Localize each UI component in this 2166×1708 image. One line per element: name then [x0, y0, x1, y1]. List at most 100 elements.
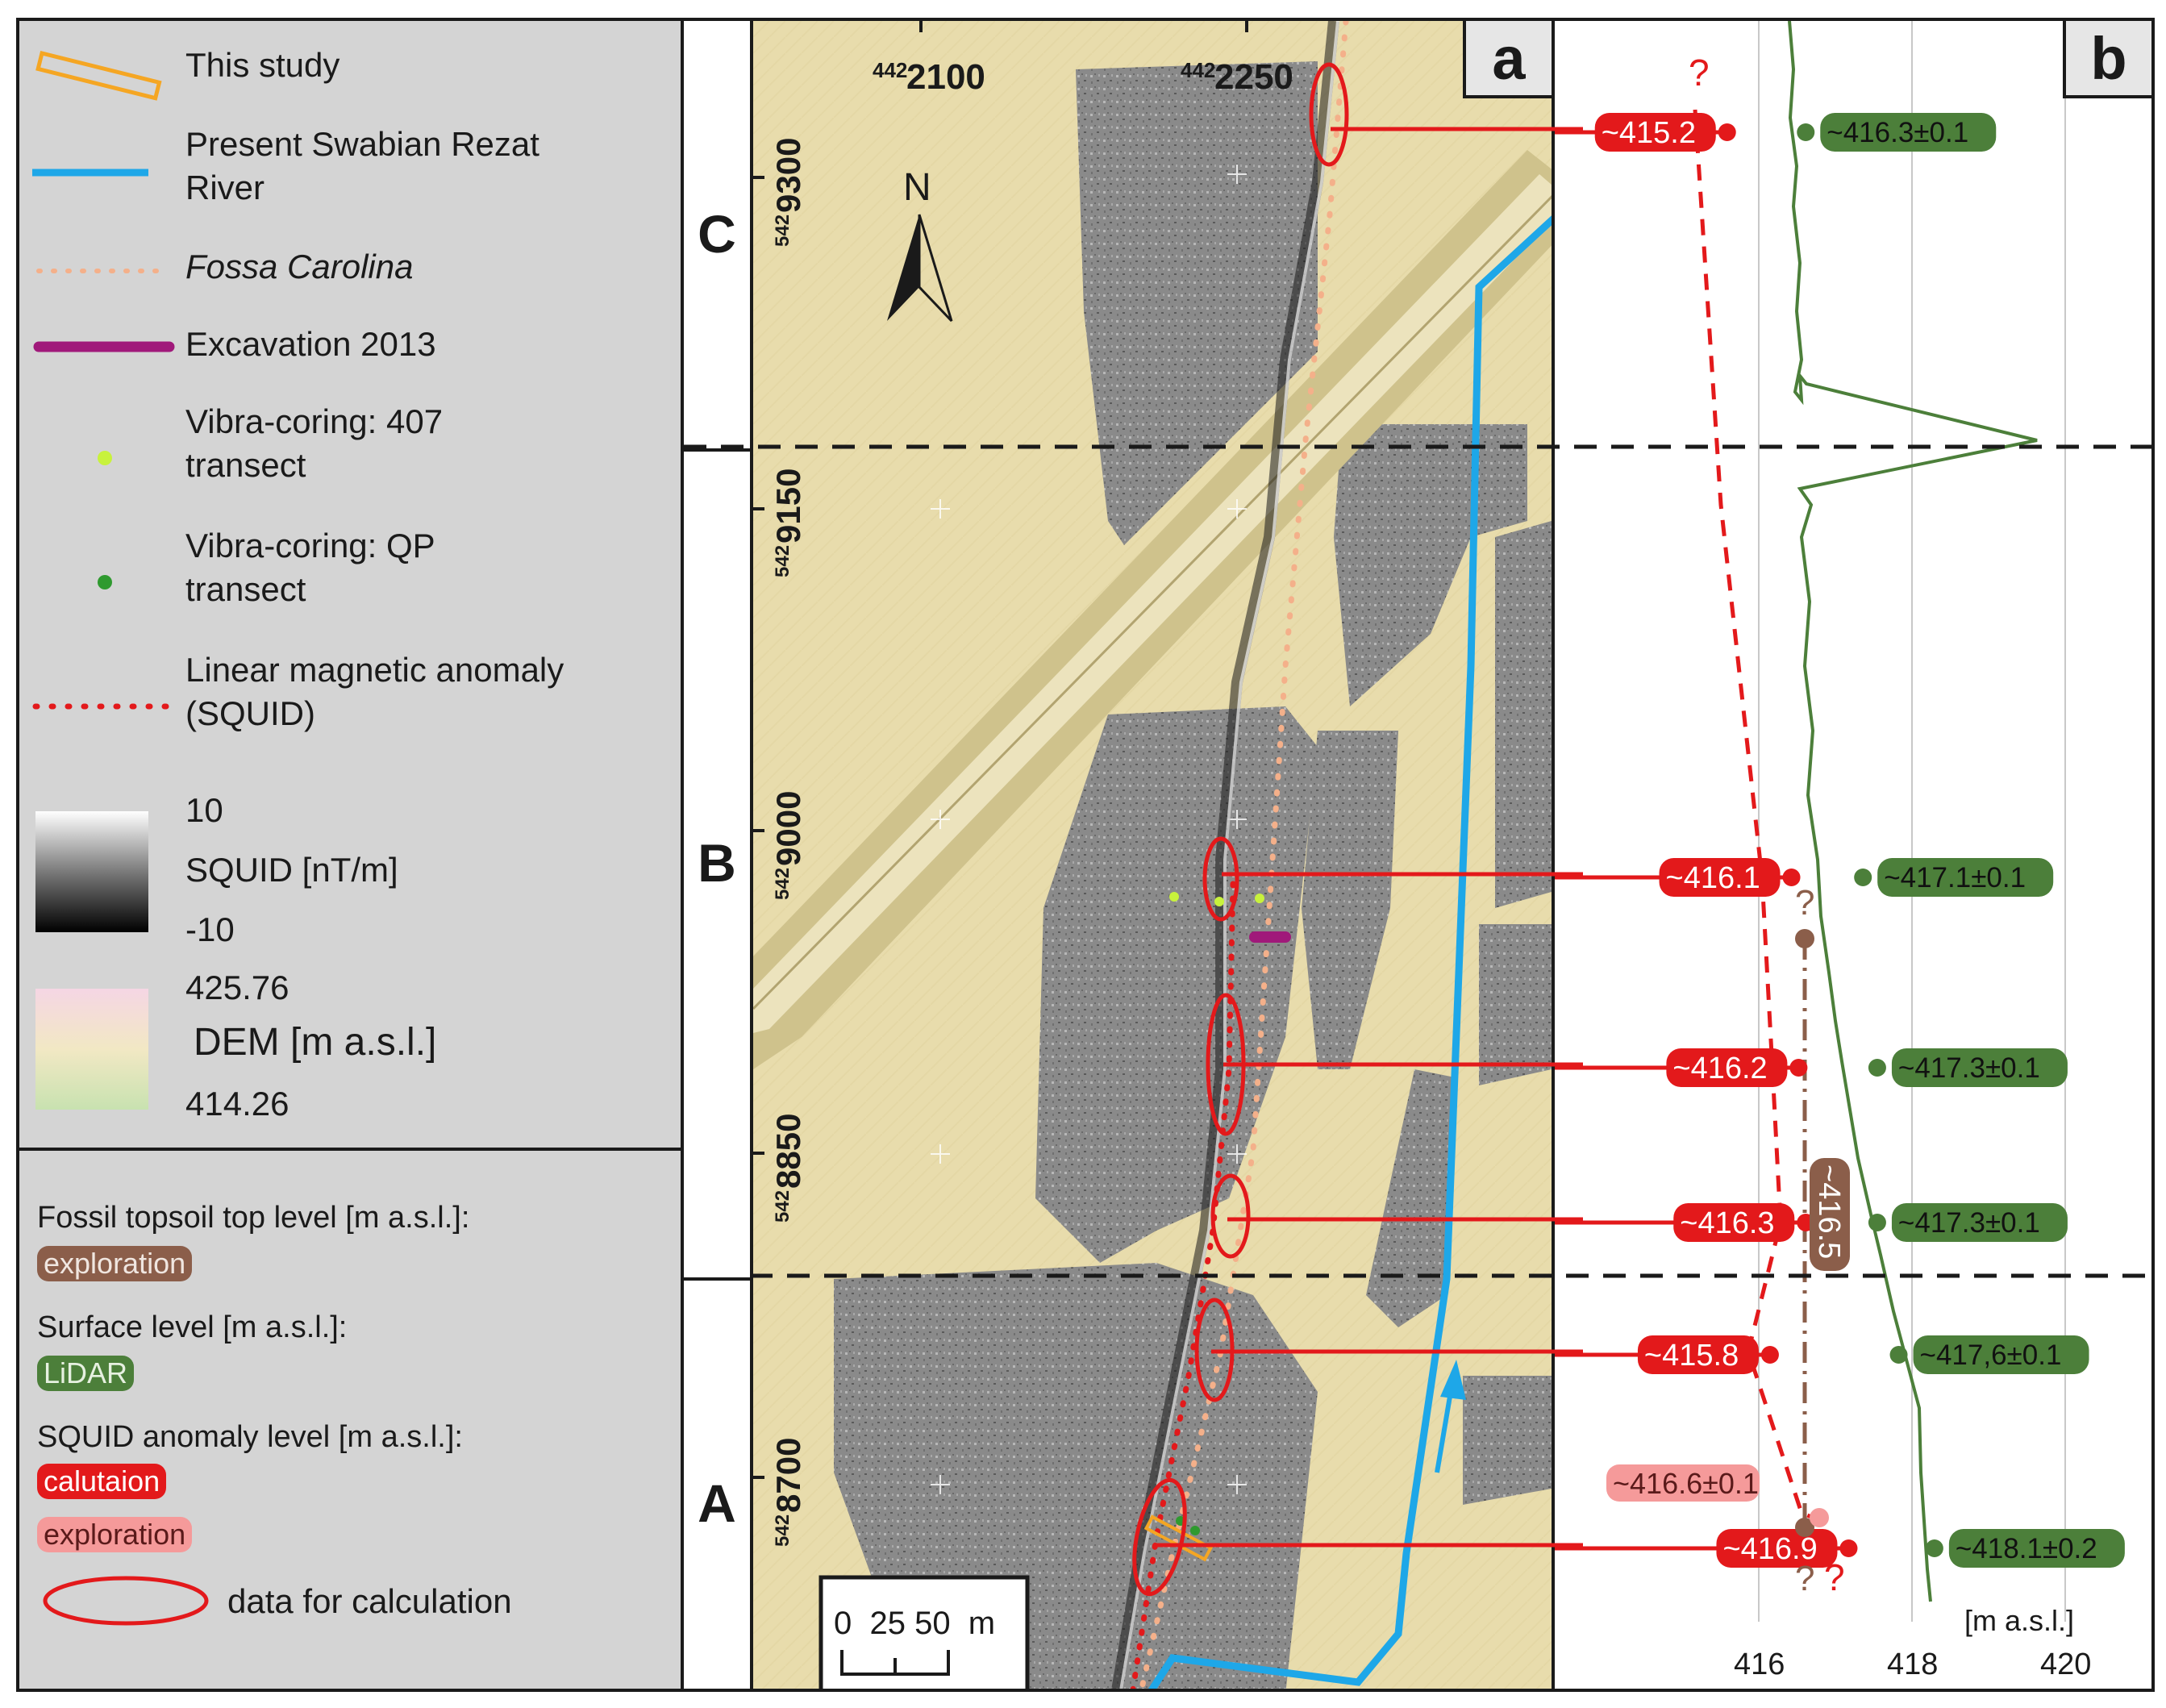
lidar-label: ~418.1±0.2 — [1956, 1533, 2097, 1564]
fossil-tag: exploration — [37, 1246, 193, 1281]
x-tick-420: 420 — [2040, 1648, 2091, 1681]
calc-point — [1760, 1346, 1779, 1364]
coord-top-1: 2100 — [906, 57, 985, 97]
calc-label-bg — [1594, 113, 1716, 152]
coord-left-prefix-1: 542 — [772, 215, 794, 247]
x-tick-416: 416 — [1734, 1648, 1785, 1681]
zone-column: C B A — [684, 18, 750, 1692]
calc-label: ~416.3 — [1680, 1206, 1774, 1240]
x-tick-418: 418 — [1887, 1648, 1938, 1681]
dem-label: DEM [m a.s.l.] — [194, 1021, 437, 1064]
vibra407-symbol — [98, 451, 112, 465]
lidar-label: ~417,6±0.1 — [1920, 1339, 2062, 1371]
legend-river-line1: Present Swabian Rezat — [185, 125, 539, 163]
coord-top-2: 2250 — [1214, 57, 1293, 97]
profile-unit: [m a.s.l.] — [1964, 1604, 2074, 1637]
squid-max: 10 — [185, 791, 223, 829]
lidar-label-bg — [1891, 1048, 2068, 1087]
squid-min: -10 — [185, 910, 235, 948]
lidar-label: ~417.1±0.1 — [1884, 862, 2026, 894]
ellipse-label: data for calculation — [227, 1582, 512, 1620]
squid-patch-central — [1035, 706, 1318, 1263]
legend-vibraqp-line2: transect — [185, 570, 306, 608]
legend-levels-panel: Fossil topsoil top level [m a.s.l.]: exp… — [16, 1151, 684, 1692]
vibra407-point — [1255, 894, 1264, 903]
dem-max: 425.76 — [185, 969, 289, 1006]
zone-divider-1 — [684, 448, 750, 452]
expl-tag: exploration — [37, 1517, 193, 1552]
grid-crosses — [931, 165, 1247, 1494]
calc-ellipse-2 — [1202, 836, 1239, 922]
expl-point — [1810, 1508, 1829, 1527]
scale-box — [818, 1575, 1030, 1689]
lidar-point — [1854, 869, 1872, 886]
zone-b-label: B — [698, 833, 736, 893]
lidar-label-bg — [1891, 1203, 2068, 1242]
map-canvas: 442 2100 442 2250 542 9300 542 9150 542 … — [753, 21, 1552, 1689]
lidar-label-bg — [1948, 1529, 2125, 1568]
lidar-label-bg — [1820, 113, 1997, 152]
squid-patch-mid — [1334, 424, 1527, 706]
coord-left-5: 8700 — [769, 1438, 807, 1513]
calc-point — [1718, 123, 1736, 141]
calc-ellipse-4 — [1210, 1173, 1251, 1259]
calc-ellipse-6 — [1132, 1477, 1187, 1597]
legend-river-line2: River — [185, 169, 265, 206]
vibra407-point — [1169, 892, 1179, 902]
anomaly-red-dots — [1130, 881, 1236, 1689]
left-ticks — [753, 176, 764, 1479]
lidar-point — [1868, 1059, 1886, 1077]
coord-top-2-prefix: 442 — [1181, 58, 1215, 82]
squid-patch-far-east — [1495, 521, 1552, 908]
legend-anomaly-line2: (SQUID) — [185, 694, 315, 732]
fossil-point — [1795, 929, 1814, 948]
vibraqp-point — [1190, 1526, 1200, 1535]
calc-label-bg — [1666, 1048, 1788, 1087]
legend-this-study: This study — [185, 46, 340, 84]
legend-vibraqp-line1: Vibra-coring: QP — [185, 527, 435, 564]
lidar-tag: LiDAR — [37, 1356, 135, 1391]
squid-level-title: SQUID anomaly level [m a.s.l.]: — [37, 1420, 463, 1454]
calc-label: ~415.8 — [1644, 1339, 1739, 1373]
squid-patch-se — [1463, 1376, 1552, 1505]
expl-label-bg — [1606, 1464, 1760, 1502]
panel-b-label: b — [2063, 21, 2151, 98]
dem-colorbar — [35, 989, 148, 1110]
legend-panel: This study Present Swabian Rezat River F… — [16, 18, 684, 1151]
squid-label: SQUID [nT/m] — [185, 851, 398, 889]
fossil-point — [1795, 1518, 1814, 1537]
question-fossil-top: ? — [1795, 883, 1814, 923]
fossa-carolina-line — [1139, 21, 1349, 1689]
north-arrow-left — [887, 215, 919, 321]
legend-vibra407-line1: Vibra-coring: 407 — [185, 402, 444, 440]
zone-divider-2 — [684, 1277, 750, 1281]
calc-ellipse-1 — [1309, 62, 1349, 167]
coord-left-4: 8850 — [769, 1114, 807, 1189]
surface-title: Surface level [m a.s.l.]: — [37, 1310, 348, 1344]
coord-left-2: 9150 — [769, 469, 807, 544]
map-panel: 442 2100 442 2250 542 9300 542 9150 542 … — [750, 18, 1555, 1692]
calc-point — [1782, 869, 1801, 886]
lidar-label: ~417.3±0.1 — [1898, 1052, 2040, 1084]
calc-label-bg — [1673, 1203, 1795, 1242]
legend-excavation: Excavation 2013 — [185, 325, 436, 363]
north-arrow-right — [918, 214, 953, 323]
anomaly-band — [1111, 21, 1339, 1689]
calc-label-bg — [1637, 1335, 1759, 1374]
ellipse-symbol — [43, 1576, 209, 1626]
calc-label: ~416.2 — [1672, 1052, 1767, 1085]
zone-c-label: C — [698, 204, 736, 264]
flow-arrow-head — [1440, 1360, 1466, 1400]
this-study-symbol — [35, 50, 162, 101]
lidar-point — [1797, 123, 1815, 141]
lidar-point — [1889, 1346, 1908, 1364]
lidar-label-bg — [1877, 858, 2054, 897]
calc-tag: calutaion — [37, 1464, 167, 1499]
lidar-point — [1868, 1214, 1886, 1231]
ellipse-symbol-wrap — [43, 1576, 209, 1626]
calc-point — [1789, 1059, 1808, 1077]
north-label: N — [903, 166, 931, 209]
question-calc-bottom: ? — [1824, 1556, 1845, 1598]
squid-patch-east — [1302, 731, 1398, 1069]
